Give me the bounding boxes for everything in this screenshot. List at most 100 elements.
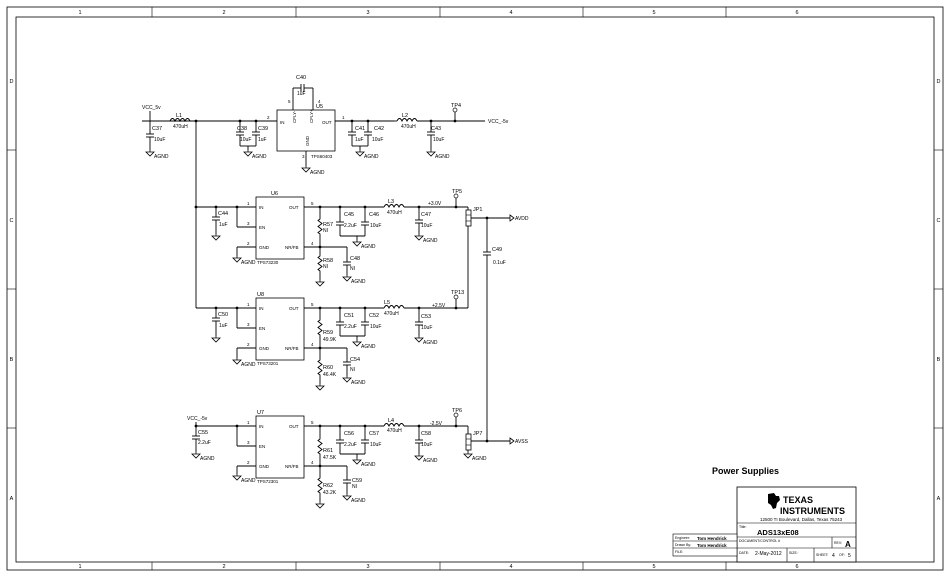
u7-ref: U7 — [257, 410, 264, 416]
zone-col-1: 1 — [78, 10, 81, 16]
zone-row-d-right: D — [937, 79, 941, 85]
r61-value: 47.5K — [323, 455, 337, 461]
u6-pin-num-2: 2 — [247, 241, 250, 246]
c44-value: 1uF — [219, 222, 228, 228]
c59-gnd-label: AGND — [351, 498, 366, 504]
r58-ref: R58 — [323, 258, 333, 264]
avdd-label: AVDD — [515, 216, 529, 222]
c43-value: 10uF — [433, 137, 444, 143]
rev-value: A — [845, 540, 851, 549]
zone-col-2-bottom: 2 — [222, 564, 225, 570]
sheet-value: 4 — [832, 553, 835, 559]
c47-ref: C47 — [421, 212, 431, 218]
u5-pin-num-5: 5 — [288, 99, 291, 104]
zone-col-4: 4 — [509, 10, 512, 16]
tp13-testpoint — [453, 294, 459, 300]
c49-value: 0.1uF — [493, 260, 506, 266]
c37-value: 10uF — [154, 137, 165, 143]
u6-ref: U6 — [271, 191, 278, 197]
resistor-r62 — [317, 466, 323, 502]
l1-ref: L1 — [176, 113, 182, 119]
tp4-ref: TP4 — [451, 103, 461, 109]
r60-ref: R60 — [323, 365, 333, 371]
u6-pin-in: IN — [259, 205, 264, 210]
u5-pin-cfly-neg: CFLY- — [292, 110, 297, 123]
c40-ref: C40 — [296, 75, 306, 81]
c56-gnd-label: AGND — [361, 462, 376, 468]
c50-ref: C50 — [218, 312, 228, 318]
zone-col-5-bottom: 5 — [652, 564, 655, 570]
vcc-neg5v-label: VCC_-5v — [488, 119, 509, 125]
c49-ref: C49 — [492, 247, 502, 253]
u5-pin-cfly-pos: CFLY+ — [309, 109, 314, 123]
c44-ref: C44 — [218, 211, 228, 217]
u6-pin-num-4: 4 — [311, 241, 314, 246]
of-label: OF: — [839, 553, 845, 557]
r61-ref: R61 — [323, 448, 333, 454]
c45-value: 2.2uF — [344, 223, 357, 229]
date-label: DATE: — [739, 551, 749, 555]
u7-ic — [255, 415, 305, 479]
u7-pin-num-1: 1 — [247, 420, 250, 425]
c38-ref: C38 — [237, 126, 247, 132]
u8-pin-nrfb: NR/FB — [285, 346, 299, 351]
c58-gnd-label: AGND — [423, 458, 438, 464]
u7-pin-num-3: 3 — [247, 440, 250, 445]
u7-pin-num-4: 4 — [311, 460, 314, 465]
c45-ref: C45 — [344, 212, 354, 218]
l5-value: 470uH — [384, 311, 399, 317]
engineer-label: Engineer: — [675, 536, 690, 540]
c51-ref: C51 — [344, 313, 354, 319]
drawing-frame: 1 2 3 4 5 6 1 2 3 4 5 6 D C B A D C B A — [6, 6, 944, 571]
tp5-testpoint — [453, 193, 459, 199]
zone-col-3-bottom: 3 — [366, 564, 369, 570]
u8-pin-num-5: 5 — [311, 302, 314, 307]
inductor-l1 — [169, 118, 191, 123]
zone-col-2: 2 — [222, 10, 225, 16]
c37-ref: C37 — [152, 126, 162, 132]
zone-row-c-right: C — [937, 218, 941, 224]
u6-pin-out: OUT — [289, 205, 299, 210]
c58-ref: C58 — [421, 431, 431, 437]
c55-ref: C55 — [198, 430, 208, 436]
r59-value: 49.9K — [323, 337, 337, 343]
l1-value: 470uH — [173, 124, 188, 130]
u5-gnd-label: AGND — [310, 170, 325, 176]
l3-value: 470uH — [387, 210, 402, 216]
u8-pin-num-4: 4 — [311, 342, 314, 347]
size-label: SIZE: — [789, 551, 798, 555]
r58-value: NI — [323, 264, 328, 270]
u5-pin-in: IN — [280, 120, 285, 125]
u6-gnd-label: AGND — [241, 260, 256, 266]
jp7-ref: JP7 — [473, 431, 482, 437]
c59-value: NI — [352, 484, 357, 490]
u8-ldo-section: C50 1uF AGND U8 TPS73201 IN EN GND OUT N… — [196, 290, 468, 391]
c48-value: NI — [350, 266, 355, 272]
c55-value: 2.2uF — [198, 440, 211, 446]
company-name-line1: TEXAS — [783, 495, 813, 505]
u8-pin-out: OUT — [289, 306, 299, 311]
rev-label: REV: — [834, 541, 842, 545]
zone-row-a-right: A — [937, 496, 941, 502]
c42-value: 10uF — [372, 137, 383, 143]
u8-ref: U8 — [257, 292, 264, 298]
resistor-r61 — [317, 426, 323, 466]
drawn-by-label: Drawn By: — [675, 543, 691, 547]
c54-ref: C54 — [350, 357, 360, 363]
u6-pin-num-3: 3 — [247, 221, 250, 226]
u6-pin-num-5: 5 — [311, 201, 314, 206]
r59-ref: R59 — [323, 330, 333, 336]
c37-gnd-label: AGND — [154, 154, 169, 160]
vcc-5v-label: VCC_5v — [142, 105, 161, 111]
l4-ref: L4 — [388, 418, 394, 424]
u6-part: TPS73230 — [257, 260, 279, 265]
c38-value: 10uF — [240, 137, 251, 143]
inductor-l2 — [396, 118, 418, 123]
u7-pin-num-2: 2 — [247, 460, 250, 465]
zone-col-6: 6 — [795, 10, 798, 16]
c50-value: 1uF — [219, 323, 228, 329]
zone-col-4-bottom: 4 — [509, 564, 512, 570]
zone-row-b-right: B — [937, 357, 941, 363]
drawn-by-value: Tom Hendrick — [697, 543, 727, 548]
u7-pin-in: IN — [259, 424, 264, 429]
